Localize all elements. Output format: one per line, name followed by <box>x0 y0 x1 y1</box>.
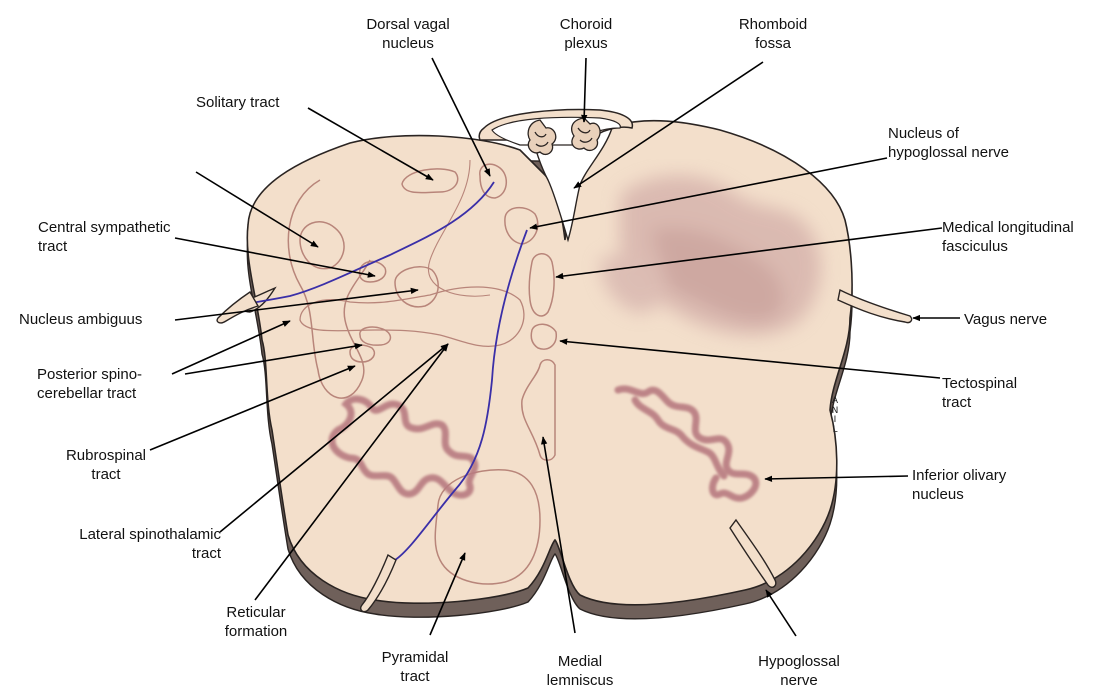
label-lateral-spinothalamic-tract: Lateral spinothalamic tract <box>20 525 221 563</box>
label-pyramidal-tract: Pyramidal tract <box>370 648 460 686</box>
label-reticular-formation: Reticular formation <box>206 603 306 641</box>
label-medial-longitudinal-fasciculus: Medical longitudinal fasciculus <box>942 218 1074 256</box>
label-hypoglossal-nerve: Hypoglossal nerve <box>744 652 854 690</box>
label-central-sympathetic-tract: Central sympathetic tract <box>38 218 171 256</box>
label-solitary-tract: Solitary tract <box>196 93 279 112</box>
label-tectospinal-tract: Tectospinal tract <box>942 374 1017 412</box>
label-choroid-plexus: Choroid plexus <box>546 15 626 53</box>
artist-signature: A N I L <box>829 397 841 435</box>
medulla-body <box>247 121 852 605</box>
label-rubrospinal-tract: Rubrospinal tract <box>46 446 166 484</box>
label-rhomboid-fossa: Rhomboid fossa <box>728 15 818 53</box>
label-dorsal-vagal-nucleus: Dorsal vagal nucleus <box>348 15 468 53</box>
label-vagus-nerve: Vagus nerve <box>964 310 1047 329</box>
label-inferior-olivary-nucleus: Inferior olivary nucleus <box>912 466 1006 504</box>
label-posterior-spinocerebellar-tract: Posterior spino- cerebellar tract <box>37 365 142 403</box>
label-nucleus-ambiguus: Nucleus ambiguus <box>19 310 142 329</box>
label-medial-lemniscus: Medial lemniscus <box>540 652 620 690</box>
label-nucleus-hypoglossal-nerve: Nucleus of hypoglossal nerve <box>888 124 1009 162</box>
